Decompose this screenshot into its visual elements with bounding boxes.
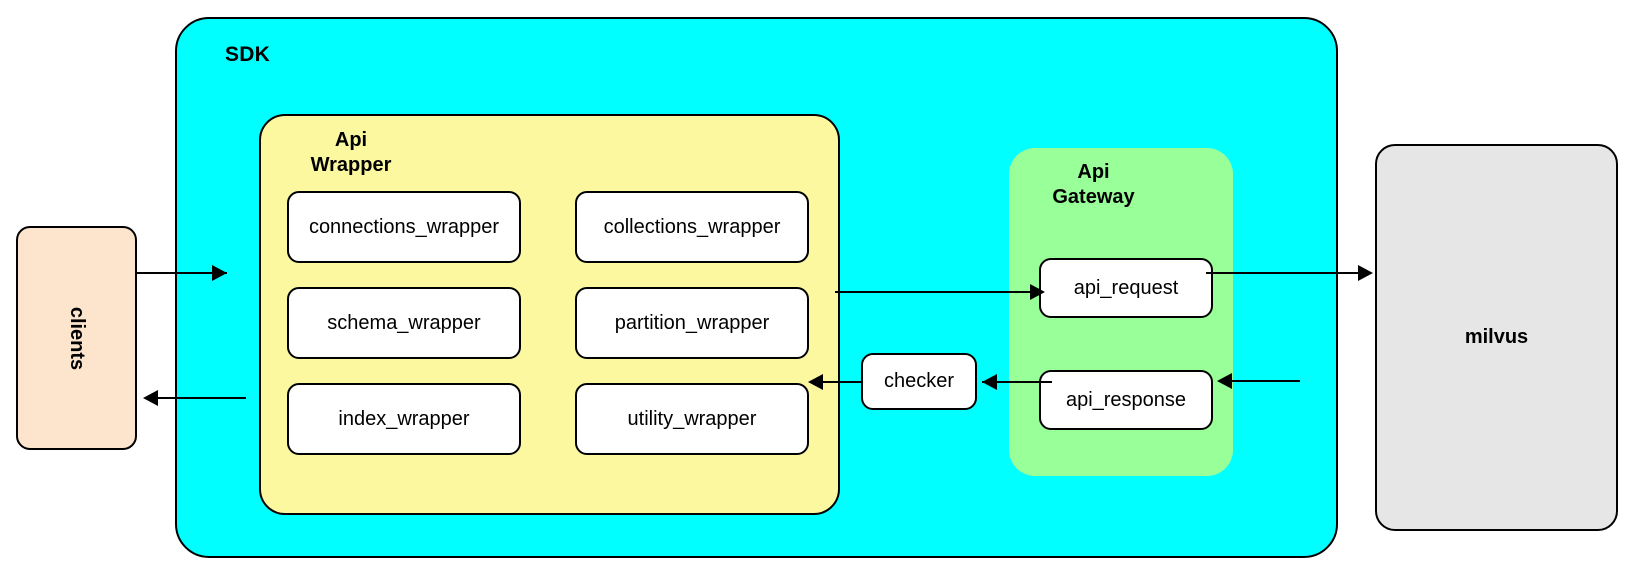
arrowhead-milvus-to-api-response	[1217, 373, 1232, 389]
card-utility-wrapper[interactable]: utility_wrapper	[575, 383, 809, 455]
checker-label: checker	[883, 370, 955, 392]
card-label: schema_wrapper	[327, 311, 481, 334]
api-wrapper-container[interactable]: Api Wrapper connections_wrapper collecti…	[259, 114, 840, 515]
connector-milvus-to-api-response	[1232, 380, 1300, 382]
card-label: partition_wrapper	[614, 311, 770, 334]
card-connections-wrapper[interactable]: connections_wrapper	[287, 191, 521, 263]
card-label: utility_wrapper	[627, 407, 757, 430]
clients-node[interactable]: clients	[16, 226, 137, 450]
card-label: api_request	[1073, 276, 1179, 299]
milvus-label: milvus	[1464, 326, 1529, 348]
card-partition-wrapper[interactable]: partition_wrapper	[575, 287, 809, 359]
card-label: index_wrapper	[338, 407, 470, 430]
connector-api-wrapper-to-api-gateway	[835, 291, 1030, 293]
arrowhead-api-wrapper-to-clients	[143, 390, 158, 406]
card-label: api_response	[1065, 388, 1187, 411]
card-label: collections_wrapper	[603, 215, 781, 238]
sdk-label: SDK	[225, 43, 270, 66]
milvus-node[interactable]: milvus	[1375, 144, 1618, 531]
arrowhead-api-response-to-checker	[982, 374, 997, 390]
clients-label: clients	[65, 306, 88, 370]
api-wrapper-label: Api Wrapper	[310, 129, 392, 176]
arrowhead-api-request-to-milvus	[1358, 265, 1373, 281]
arrowhead-checker-to-api-wrapper	[808, 374, 823, 390]
arrowhead-api-wrapper-to-api-gateway	[1030, 284, 1045, 300]
sdk-container[interactable]: SDK Api Wrapper connections_wrapper coll…	[175, 17, 1338, 558]
connector-api-response-to-checker	[982, 381, 1052, 383]
api-gateway-container[interactable]: Api Gateway api_request api_response	[1009, 148, 1233, 476]
connector-checker-to-api-wrapper	[823, 381, 863, 383]
card-api-request[interactable]: api_request	[1039, 258, 1213, 318]
connector-api-request-to-milvus	[1206, 272, 1358, 274]
card-schema-wrapper[interactable]: schema_wrapper	[287, 287, 521, 359]
card-index-wrapper[interactable]: index_wrapper	[287, 383, 521, 455]
connector-api-wrapper-to-clients	[158, 397, 246, 399]
card-api-response[interactable]: api_response	[1039, 370, 1213, 430]
checker-node[interactable]: checker	[861, 353, 977, 410]
arrowhead-clients-to-api-wrapper	[212, 265, 227, 281]
api-gateway-label: Api Gateway	[1052, 161, 1135, 208]
connector-clients-to-api-wrapper	[137, 272, 227, 274]
card-collections-wrapper[interactable]: collections_wrapper	[575, 191, 809, 263]
card-label: connections_wrapper	[308, 215, 500, 238]
